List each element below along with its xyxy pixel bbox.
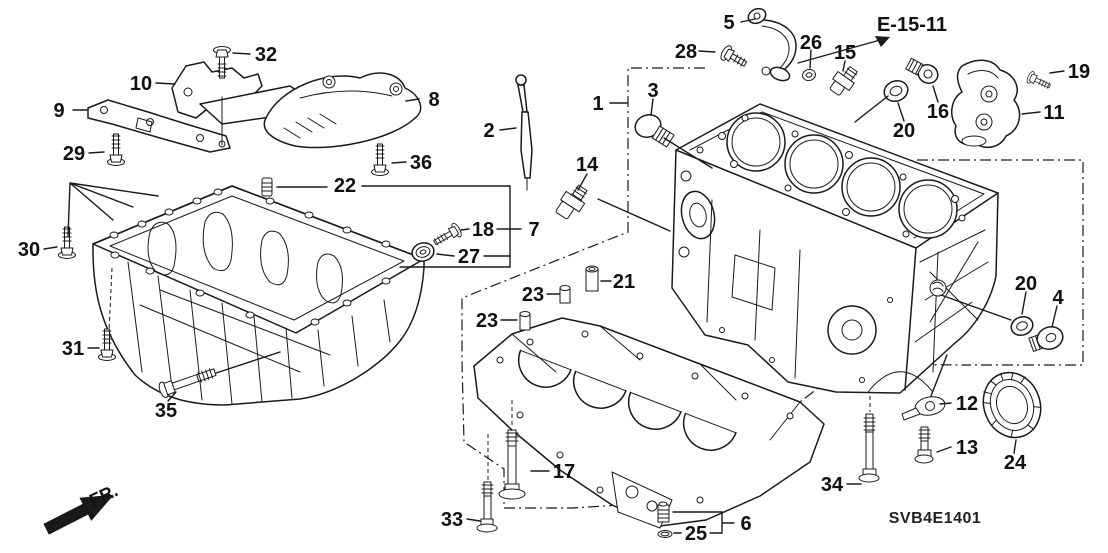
sensor-14-drawing (555, 184, 588, 220)
washer-27-drawing (411, 242, 435, 262)
callout-23b: 23 (476, 310, 498, 332)
bolt-19-drawing (1025, 70, 1053, 93)
callout-19: 19 (1068, 61, 1090, 83)
dowel-23b-drawing (519, 311, 531, 331)
callout-8: 8 (428, 89, 439, 111)
bolt-33-drawing (476, 481, 498, 533)
figure-code: SVB4E1401 (889, 510, 982, 527)
leader-lines (43, 18, 1065, 534)
callout-3: 3 (647, 80, 658, 102)
assembly-outline-dashdot (461, 67, 1084, 509)
callout-10: 10 (130, 73, 152, 95)
callout-9: 9 (53, 100, 64, 122)
callout-26: 26 (800, 32, 822, 54)
callout-32: 32 (255, 44, 277, 66)
callout-2: 2 (483, 120, 494, 142)
callout-30: 30 (18, 239, 40, 261)
callout-6: 6 (740, 513, 751, 535)
callout-14: 14 (576, 154, 599, 176)
callout-11: 11 (1043, 102, 1064, 124)
deck-holes (696, 114, 966, 238)
callout-33: 33 (441, 509, 463, 531)
lower-block-holes (496, 330, 794, 516)
callout-31: 31 (62, 338, 84, 360)
callout-22: 22 (334, 175, 356, 197)
callout-17: 17 (553, 461, 575, 483)
pickup-12-drawing (901, 396, 946, 421)
callout-4: 4 (1052, 287, 1064, 309)
callout-36: 36 (410, 152, 432, 174)
oil-pan-drawing (92, 185, 425, 406)
callout-20a: 20 (893, 120, 915, 142)
bolt-30-drawing (58, 226, 76, 259)
bolt-13-drawing (914, 426, 934, 464)
plug-16-drawing (905, 57, 939, 84)
cylinder-bores (726, 112, 958, 239)
callout-7: 7 (528, 219, 539, 241)
callout-18: 18 (472, 219, 494, 241)
dowel-23a-drawing (559, 285, 571, 304)
callout-16: 16 (927, 101, 949, 123)
pan-interior-ribs (127, 211, 391, 405)
baffle-plate-9-drawing (87, 99, 231, 153)
callout-34: 34 (821, 474, 844, 496)
bearing-arches (518, 349, 737, 451)
bracket-11-drawing (950, 59, 1021, 149)
o-ring-25-drawing (657, 530, 673, 538)
callout-25: 25 (685, 523, 707, 545)
baffle-cover-8-drawing (263, 72, 422, 149)
washer-20b-drawing (1010, 315, 1034, 337)
callout-35: 35 (155, 400, 177, 422)
bolt-29-drawing (107, 133, 125, 166)
cylinder-block-drawing (671, 103, 999, 394)
bolt-17-drawing (498, 429, 526, 500)
callout-20b: 20 (1015, 273, 1037, 295)
callout-28: 28 (675, 41, 697, 63)
oil-jet-6-drawing (657, 501, 670, 523)
pan-flange-holes (109, 188, 391, 326)
dowel-21-drawing (585, 265, 599, 292)
callout-12: 12 (956, 393, 978, 415)
callout-1: 1 (592, 93, 603, 115)
oil-seal-24-drawing (982, 371, 1042, 439)
callout-24: 24 (1004, 452, 1027, 474)
bolt-34-drawing (858, 413, 880, 483)
callout-15: 15 (834, 42, 856, 64)
plug-4-drawing (1028, 325, 1064, 352)
dipstick-drawing (515, 74, 533, 191)
bracket-10-drawing (171, 61, 309, 125)
callouts: 1 2 3 4 5 6 7 8 9 10 11 12 13 14 15 16 1… (18, 12, 1090, 545)
plug-3-drawing (634, 113, 675, 148)
sensor-15-drawing (829, 66, 858, 96)
callout-27: 27 (458, 246, 480, 268)
bolt-35-drawing (158, 368, 217, 398)
washer-20a-drawing (883, 79, 909, 103)
callout-5: 5 (723, 12, 734, 34)
reference-arrow (797, 36, 890, 64)
bolt-36-drawing (371, 143, 389, 176)
callout-23a: 23 (522, 284, 544, 306)
oil-pipe-5-drawing (747, 7, 797, 82)
sensor-28-drawing (720, 45, 748, 67)
reference-label: E-15-11 (877, 14, 947, 36)
fr-direction-arrow: FR. (43, 480, 121, 535)
callout-21: 21 (613, 271, 635, 293)
callout-29: 29 (63, 143, 85, 165)
washer-26-drawing (802, 68, 816, 82)
callout-13: 13 (956, 437, 978, 459)
stud-22-drawing (261, 177, 273, 197)
lower-block-drawing (473, 317, 825, 529)
